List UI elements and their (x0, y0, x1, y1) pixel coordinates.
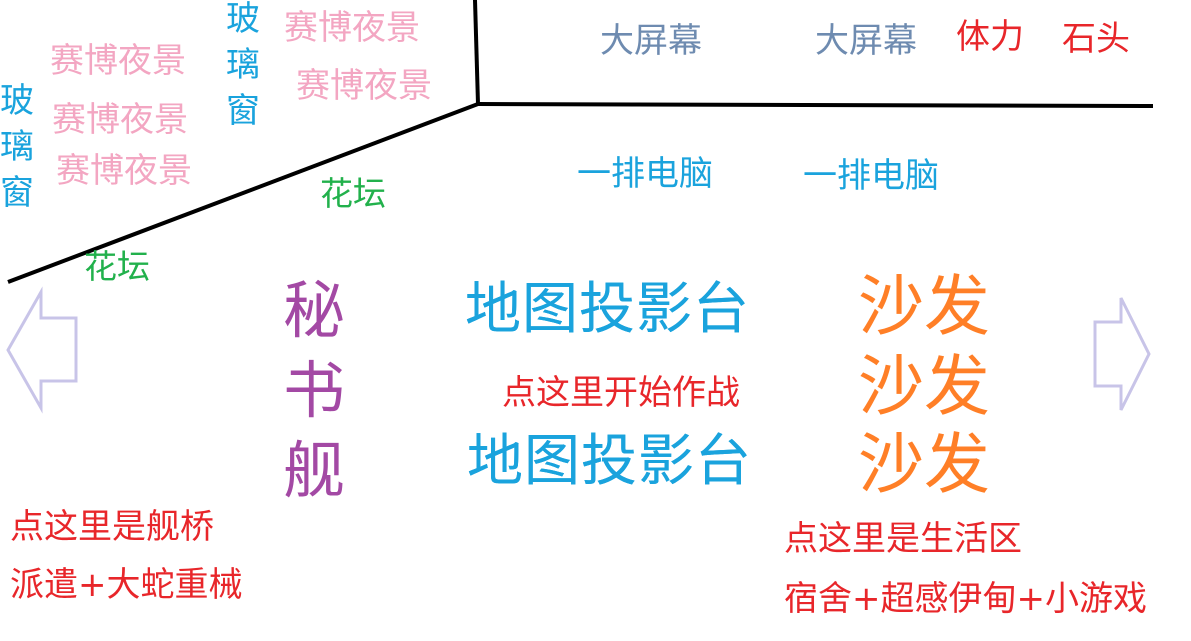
pc-row-label: 一排电脑 (803, 156, 939, 196)
secretary-ship-label[interactable]: 秘 书 舰 (283, 280, 345, 502)
glass-window-char: 窗 (0, 173, 34, 213)
secretary-ship-char: 书 (283, 354, 346, 427)
pc-row-label: 一排电脑 (577, 154, 713, 194)
glass-window-char: 玻 (226, 0, 260, 39)
cyber-night-label: 赛博夜景 (296, 66, 432, 106)
glass-window-char: 璃 (0, 127, 34, 167)
glass-window-char: 玻 (0, 81, 34, 121)
glass-window-label-right: 玻 璃 窗 (226, 2, 260, 128)
bridge-sub-label: 派遣+大蛇重械 (10, 565, 243, 605)
start-battle-button[interactable]: 点这里开始作战 (502, 373, 740, 413)
stone-label: 石头 (1062, 19, 1130, 59)
sofa-label: 沙发 (858, 268, 990, 345)
cyber-night-label: 赛博夜景 (56, 151, 192, 191)
big-screen-label: 大屏幕 (600, 21, 702, 61)
cyber-night-label: 赛博夜景 (52, 100, 188, 140)
secretary-ship-char: 秘 (283, 274, 346, 347)
wall-horizontal-line (477, 102, 1154, 108)
flowerbed-label: 花坛 (320, 174, 386, 213)
right-arrow-icon[interactable] (1093, 297, 1151, 411)
cyber-night-label: 赛博夜景 (50, 41, 186, 81)
wall-vertical-line (473, 0, 480, 105)
glass-window-char: 窗 (226, 91, 260, 131)
living-area-button[interactable]: 点这里是生活区 (784, 519, 1022, 559)
big-screen-label: 大屏幕 (815, 21, 917, 61)
flowerbed-label: 花坛 (84, 247, 150, 286)
map-projector-label[interactable]: 地图投影台 (465, 277, 750, 342)
wall-diagonal-line (7, 102, 479, 284)
sofa-label: 沙发 (858, 348, 990, 425)
bridge-button[interactable]: 点这里是舰桥 (10, 507, 214, 547)
cyber-night-label: 赛博夜景 (284, 8, 420, 48)
stamina-label: 体力 (956, 17, 1024, 57)
left-arrow-icon[interactable] (6, 286, 78, 414)
sofa-label: 沙发 (858, 426, 990, 503)
living-area-sub-label: 宿舍+超感伊甸+小游戏 (784, 579, 1147, 619)
glass-window-char: 璃 (226, 45, 260, 85)
glass-window-label-left: 玻 璃 窗 (0, 84, 34, 210)
map-projector-label[interactable]: 地图投影台 (467, 429, 752, 494)
secretary-ship-char: 舰 (283, 434, 346, 507)
